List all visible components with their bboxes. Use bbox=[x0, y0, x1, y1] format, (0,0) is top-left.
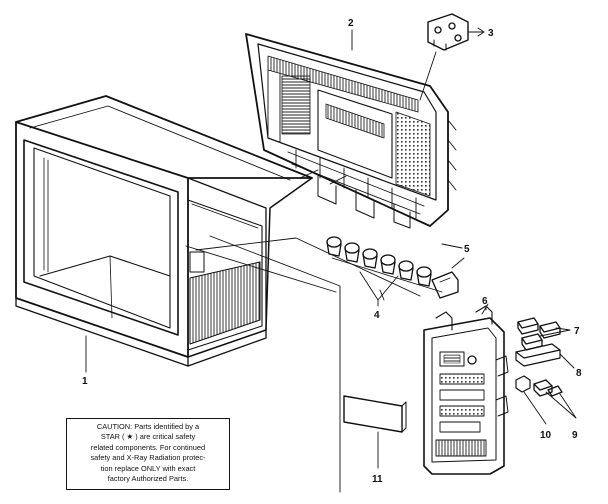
bracket-part bbox=[419, 13, 469, 101]
caution-line-3: related components. For continued bbox=[90, 442, 206, 452]
cabinet-front-part bbox=[15, 95, 313, 367]
callout-8: 8 bbox=[576, 368, 582, 379]
caution-notice: CAUTION: Parts identified by a STAR ( ★ … bbox=[66, 418, 230, 490]
caution-line-2: STAR ( ★ ) are critical safety bbox=[100, 432, 196, 442]
callout-5: 5 bbox=[464, 244, 470, 255]
callout-2: 2 bbox=[348, 18, 354, 29]
tab-part bbox=[431, 257, 465, 299]
clips-part bbox=[515, 375, 563, 397]
leader-lines bbox=[85, 27, 577, 493]
callout-1: 1 bbox=[82, 376, 88, 387]
callout-7: 7 bbox=[574, 326, 580, 337]
callout-4: 4 bbox=[374, 310, 380, 321]
label-plate-part bbox=[343, 395, 407, 433]
caution-line-5: tion replace ONLY with exact bbox=[100, 463, 196, 473]
callout-3: 3 bbox=[488, 28, 494, 39]
callout-11: 11 bbox=[372, 474, 383, 485]
caution-line-1: CAUTION: Parts identified by a bbox=[96, 422, 200, 431]
callout-6: 6 bbox=[482, 296, 488, 307]
callout-10: 10 bbox=[540, 430, 552, 441]
chassis-frame-part bbox=[245, 33, 457, 229]
slider-part bbox=[515, 343, 561, 367]
knobs-part bbox=[326, 236, 443, 301]
control-board-part bbox=[423, 303, 509, 475]
caution-line-4: safety and X-Ray Radiation protec- bbox=[90, 453, 206, 463]
callout-labels: 1 2 3 4 5 6 7 8 9 10 11 bbox=[82, 18, 582, 485]
caution-line-6: factory Authorized Parts. bbox=[107, 474, 189, 484]
callout-9: 9 bbox=[572, 430, 578, 441]
